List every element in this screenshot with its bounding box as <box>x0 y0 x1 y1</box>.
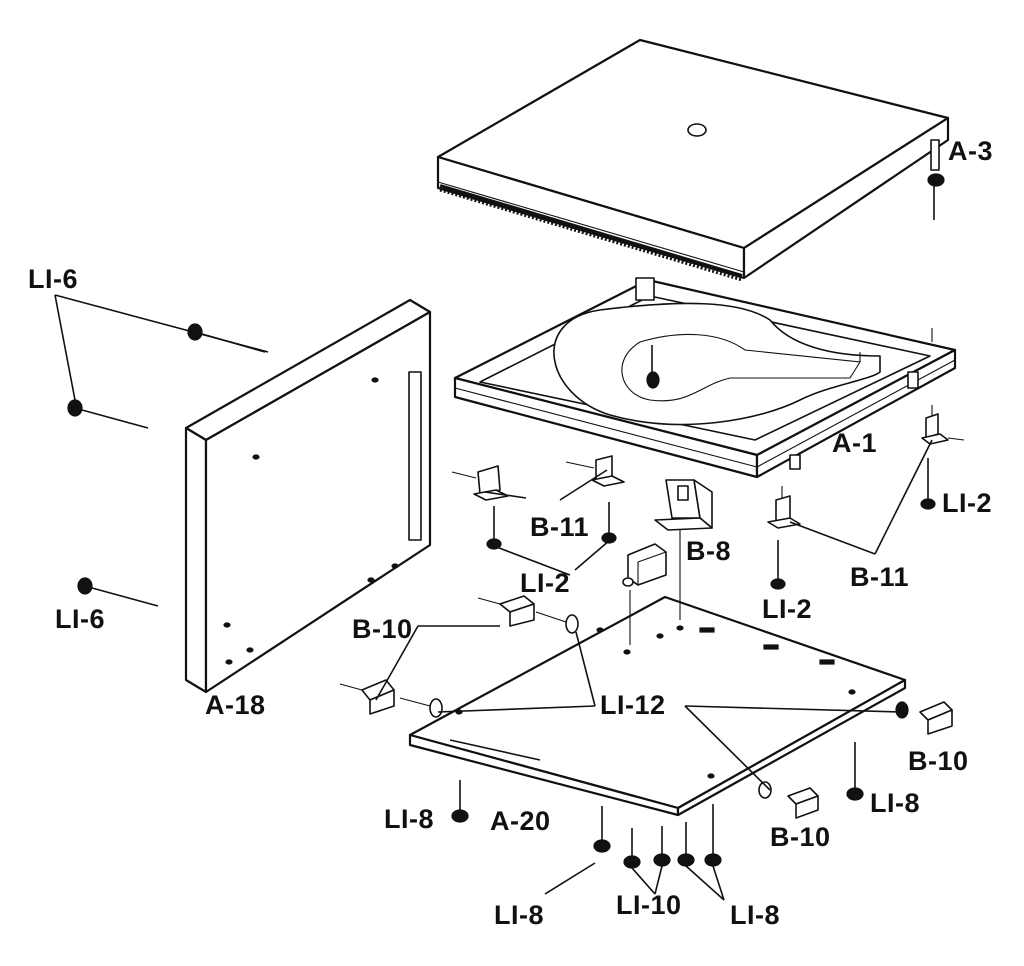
hinge-a3 <box>927 139 945 220</box>
label-l1-6-bottom: LI-6 <box>55 604 105 634</box>
label-b11-right: B-11 <box>850 562 909 592</box>
small-block <box>622 543 667 645</box>
label-l1-2-bottom: LI-2 <box>762 594 812 624</box>
label-l1-8-bottom-left: LI-8 <box>494 900 544 930</box>
rivets-l1-12 <box>399 611 909 799</box>
frame-a1 <box>453 277 957 479</box>
label-a1: A-1 <box>832 428 877 458</box>
screws-l1-2 <box>486 458 936 590</box>
top-lid-a3 <box>436 38 950 282</box>
label-l1-8-left: LI-8 <box>384 804 434 834</box>
label-b10-left: B-10 <box>352 614 413 644</box>
label-l1-12: LI-12 <box>600 690 666 720</box>
label-l1-8-right: LI-8 <box>870 788 920 818</box>
clips-b11 <box>451 405 965 529</box>
brackets-b10 <box>339 595 953 819</box>
label-a3: A-3 <box>948 136 993 166</box>
label-a18: A-18 <box>205 690 266 720</box>
label-b10-bottom: B-10 <box>770 822 831 852</box>
label-l1-6-top: LI-6 <box>28 264 78 294</box>
side-panel-a18 <box>184 298 432 694</box>
label-a20: A-20 <box>490 806 551 836</box>
label-l1-2-right: LI-2 <box>942 488 992 518</box>
label-b8: B-8 <box>686 536 731 566</box>
part-labels: A-3 A-1 A-18 A-20 B-8 B-10 B-10 B-10 B-1… <box>28 136 993 930</box>
bottom-plate-a20 <box>408 595 907 817</box>
label-l1-8-bottom-right: LI-8 <box>730 900 780 930</box>
label-b11-left: B-11 <box>530 512 589 542</box>
leader-lines <box>54 294 933 901</box>
bracket-b8 <box>654 479 713 620</box>
label-l1-2-mid: LI-2 <box>520 568 570 598</box>
label-b10-right: B-10 <box>908 746 969 776</box>
label-l1-10: LI-10 <box>616 890 682 920</box>
